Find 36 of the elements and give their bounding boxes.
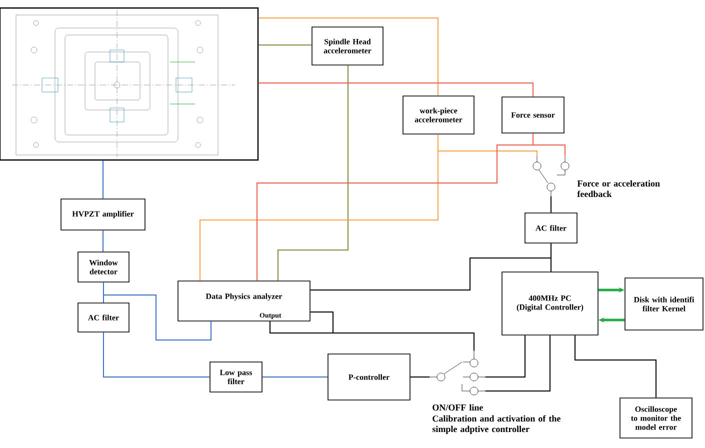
connector-line <box>550 196 552 214</box>
process-box: work-piece accelerometer <box>402 96 474 134</box>
connector-line <box>484 334 526 378</box>
connector-line <box>103 282 212 340</box>
connector-line <box>574 334 656 398</box>
connector-line <box>438 134 538 156</box>
process-box: Window detector <box>78 252 130 282</box>
process-box: Oscilloscope to monitor the model error <box>620 398 692 438</box>
connector-line <box>410 376 430 378</box>
process-box: HVPZT amplifier <box>60 198 146 230</box>
switch-symbol <box>532 156 570 196</box>
process-box: P-controller <box>328 354 410 400</box>
connector-line <box>102 230 104 252</box>
switch-label: ON/OFF line <box>432 404 483 411</box>
process-box: Spindle Head accelerometer <box>312 26 384 66</box>
process-box: Low pass filter <box>210 362 262 392</box>
switch-label: Calibration and activation of the simple adptive controller <box>432 415 560 434</box>
switch-symbol <box>430 350 486 396</box>
connector-line <box>310 258 552 290</box>
connector-line <box>258 82 534 98</box>
connector-line <box>258 18 438 96</box>
process-box: 400MHz PC (Digital Controller) <box>502 272 598 336</box>
fixture-drawing <box>0 7 259 161</box>
connector-line <box>278 64 348 282</box>
process-box: AC filter <box>524 212 578 244</box>
connector-line <box>258 44 312 46</box>
process-box: Force sensor <box>502 96 564 134</box>
connector-line <box>310 312 474 352</box>
connector-line <box>102 160 104 200</box>
connector-line <box>262 376 328 378</box>
process-box: AC filter <box>78 302 130 332</box>
process-box: Disk with identifi filter Kernel <box>624 278 704 330</box>
switch-label: Force or acceleration feedback <box>577 180 660 198</box>
connector-line <box>484 334 550 392</box>
connector-line <box>103 332 210 378</box>
connector-line <box>532 132 566 156</box>
